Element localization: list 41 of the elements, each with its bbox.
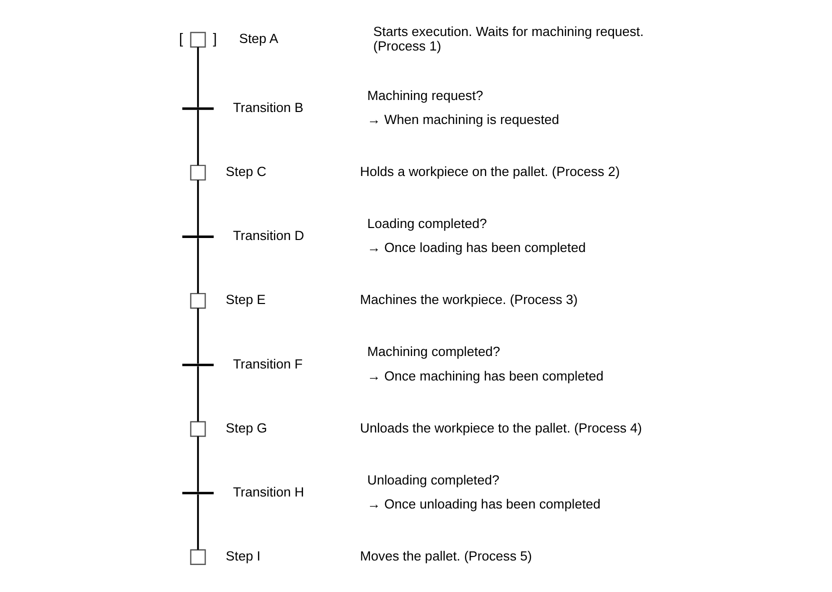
- label: Unloads the workpiece to the pallet. (Process 4): [359, 420, 642, 436]
- label: Unloading completed?: [366, 472, 499, 488]
- node-label: Transition H: [232, 484, 304, 500]
- connector: [196, 436, 198, 492]
- label: Machining request?: [366, 88, 483, 103]
- node-bar: [182, 492, 214, 494]
- connector: [196, 308, 198, 364]
- node-label: Transition D: [232, 228, 304, 244]
- node-bar: [182, 107, 214, 110]
- label: Loading completed?: [366, 216, 486, 232]
- connector: [196, 47, 198, 108]
- node-box: [190, 32, 206, 48]
- label: Holds a workpiece on the pallet. (Process 2): [359, 164, 620, 180]
- connector: [196, 366, 198, 422]
- label: ]: [212, 31, 216, 48]
- connector: [196, 110, 198, 166]
- label: → Once loading has been completed: [366, 240, 586, 256]
- node-box: [190, 292, 206, 309]
- node-box: [190, 164, 206, 181]
- label: → Once unloading has been completed: [366, 496, 600, 512]
- node-bar: [182, 236, 214, 238]
- connector: [196, 180, 198, 236]
- node-label: Step A: [238, 31, 278, 46]
- label: Moves the pallet. (Process 5): [359, 548, 532, 564]
- node-label: Step G: [225, 420, 267, 436]
- node-label: Step C: [225, 164, 266, 180]
- label: Machines the workpiece. (Process 3): [359, 292, 578, 308]
- node-label: Transition B: [232, 100, 303, 116]
- connector: [196, 494, 198, 550]
- node-box: [190, 421, 206, 437]
- node-box: [190, 549, 206, 565]
- node-label: Step I: [225, 548, 260, 564]
- label: Machining completed?: [366, 344, 500, 360]
- node-bar: [182, 364, 214, 366]
- label: Starts execution. Waits for machining request. (Process 1): [372, 24, 644, 54]
- label: → When machining is requested: [366, 112, 559, 128]
- node-label: Transition F: [232, 356, 302, 372]
- label: [: [178, 31, 183, 48]
- node-label: Step E: [225, 292, 266, 308]
- connector: [196, 238, 198, 294]
- label: → Once machining has been completed: [366, 368, 603, 384]
